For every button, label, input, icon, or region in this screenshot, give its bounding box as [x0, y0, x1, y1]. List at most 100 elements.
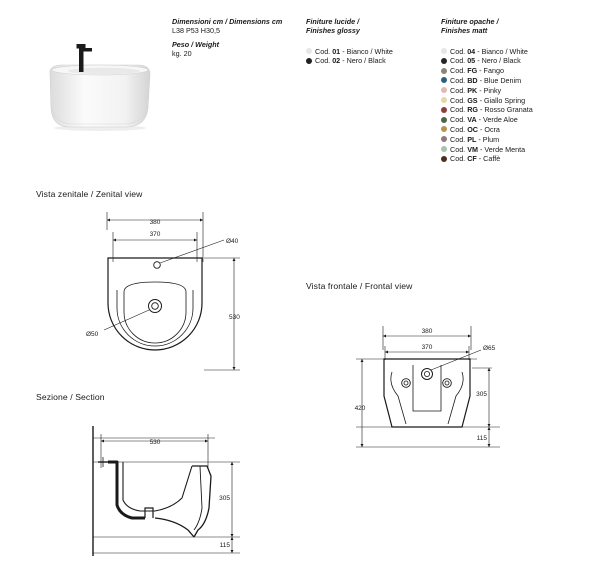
color-swatch [441, 146, 447, 153]
finish-code: 04 [467, 46, 476, 56]
section-height-bottom: 115 [220, 542, 231, 549]
finish-code: PK [467, 85, 478, 95]
matt-item-pk: Cod.PK- Pinky [441, 85, 571, 95]
code-prefix: Cod. [450, 105, 466, 115]
finish-code: VA [467, 115, 477, 125]
zenital-hole-top: Ø40 [226, 238, 239, 245]
matt-item-pl: Cod.PL- Plum [441, 134, 571, 144]
dimensions-block: Dimensioni cm / Dimensions cm L38 P53 H3… [172, 17, 294, 58]
finish-code: BD [467, 75, 478, 85]
code-prefix: Cod. [450, 154, 466, 164]
weight-value: kg. 20 [172, 48, 192, 58]
weight-heading: Peso / Weight [172, 40, 219, 50]
finish-name: - Caffè [478, 154, 501, 164]
matt-finishes: Finiture opache / Finishes matt Cod.04- … [441, 17, 571, 164]
color-swatch [306, 48, 312, 55]
code-prefix: Cod. [315, 46, 331, 56]
zenital-depth: 530 [229, 314, 240, 321]
color-swatch [441, 77, 447, 84]
code-prefix: Cod. [315, 56, 331, 66]
color-swatch [441, 57, 447, 64]
zenital-hole-drain: Ø50 [86, 331, 99, 338]
finish-code: CF [467, 154, 477, 164]
zenital-drawing [103, 212, 240, 371]
frontal-drawing [356, 326, 500, 448]
finish-name: - Ocra [479, 124, 500, 134]
code-prefix: Cod. [450, 66, 466, 76]
section-dim-labels: 530 305 115 [150, 439, 231, 549]
color-swatch [441, 136, 447, 143]
frontal-width-inner: 370 [422, 344, 433, 351]
finish-code: 01 [332, 46, 341, 56]
color-swatch [306, 57, 312, 64]
matt-heading-it: Finiture opache / [441, 17, 499, 26]
matt-item-bd: Cod.BD- Blue Denim [441, 76, 571, 86]
matt-item-05: Cod.05- Nero / Black [441, 56, 571, 66]
color-swatch [441, 155, 447, 162]
matt-item-vm: Cod.VM- Verde Menta [441, 144, 571, 154]
finish-name: - Giallo Spring [479, 95, 526, 105]
color-swatch [441, 116, 447, 123]
finish-code: RG [467, 105, 478, 115]
finish-code: GS [467, 95, 478, 105]
code-prefix: Cod. [450, 56, 466, 66]
glossy-item-02: Cod.02- Nero / Black [306, 56, 424, 66]
color-swatch [441, 87, 447, 94]
code-prefix: Cod. [450, 75, 466, 85]
dimensions-heading: Dimensioni cm / Dimensions cm [172, 17, 283, 26]
finish-name: - Bianco / White [342, 46, 393, 56]
frontal-height-top: 305 [476, 391, 487, 398]
section-drawing [92, 426, 240, 556]
finish-code: 05 [467, 56, 476, 66]
color-swatch [441, 126, 447, 133]
finish-code: FG [467, 66, 478, 76]
finish-code: OC [467, 124, 478, 134]
matt-heading-en: Finishes matt [441, 25, 488, 35]
finish-name: - Verde Aloe [478, 115, 518, 125]
matt-item-oc: Cod.OC- Ocra [441, 125, 571, 135]
color-swatch [441, 67, 447, 74]
matt-item-04: Cod.04- Bianco / White [441, 46, 571, 56]
finish-name: - Bianco / White [477, 46, 528, 56]
color-swatch [441, 97, 447, 104]
section-height-top: 305 [219, 495, 230, 502]
matt-item-cf: Cod.CF- Caffè [441, 154, 571, 164]
frontal-hole: Ø65 [483, 345, 496, 352]
finish-name: - Fango [479, 66, 504, 76]
section-length: 530 [150, 439, 161, 446]
glossy-finishes: Finiture lucide / Finishes glossy Cod.01… [306, 17, 424, 66]
zenital-dim-labels: 380 370 Ø40 Ø50 530 [86, 219, 240, 338]
zenital-view-title: Vista zenitale / Zenital view [36, 189, 143, 199]
finish-name: - Plum [478, 134, 500, 144]
zenital-width-outer: 380 [150, 219, 161, 226]
matt-item-va: Cod.VA- Verde Aloe [441, 115, 571, 125]
finish-name: - Pinky [479, 85, 502, 95]
product-image [40, 38, 160, 138]
color-swatch [441, 106, 447, 113]
bidet-photo [49, 44, 151, 131]
finish-name: - Verde Menta [479, 144, 526, 154]
code-prefix: Cod. [450, 144, 466, 154]
glossy-item-01: Cod.01- Bianco / White [306, 46, 424, 56]
frontal-view-title: Vista frontale / Frontal view [306, 281, 413, 291]
glossy-heading-en: Finishes glossy [306, 25, 360, 35]
code-prefix: Cod. [450, 124, 466, 134]
color-swatch [441, 48, 447, 55]
code-prefix: Cod. [450, 95, 466, 105]
matt-item-rg: Cod.RG- Rosso Granata [441, 105, 571, 115]
frontal-height-bottom: 115 [477, 435, 488, 442]
finish-name: - Nero / Black [477, 56, 521, 66]
zenital-width-inner: 370 [150, 231, 161, 238]
dimensions-value: L38 P53 H30,5 [172, 25, 220, 35]
section-view-title: Sezione / Section [36, 392, 105, 402]
code-prefix: Cod. [450, 115, 466, 125]
frontal-dim-labels: 380 370 Ø65 420 305 115 [355, 328, 496, 442]
finish-name: - Blue Denim [479, 75, 522, 85]
finish-code: VM [467, 144, 478, 154]
finish-name: - Nero / Black [342, 56, 386, 66]
finish-name: - Rosso Granata [479, 105, 533, 115]
matt-item-gs: Cod.GS- Giallo Spring [441, 95, 571, 105]
code-prefix: Cod. [450, 134, 466, 144]
